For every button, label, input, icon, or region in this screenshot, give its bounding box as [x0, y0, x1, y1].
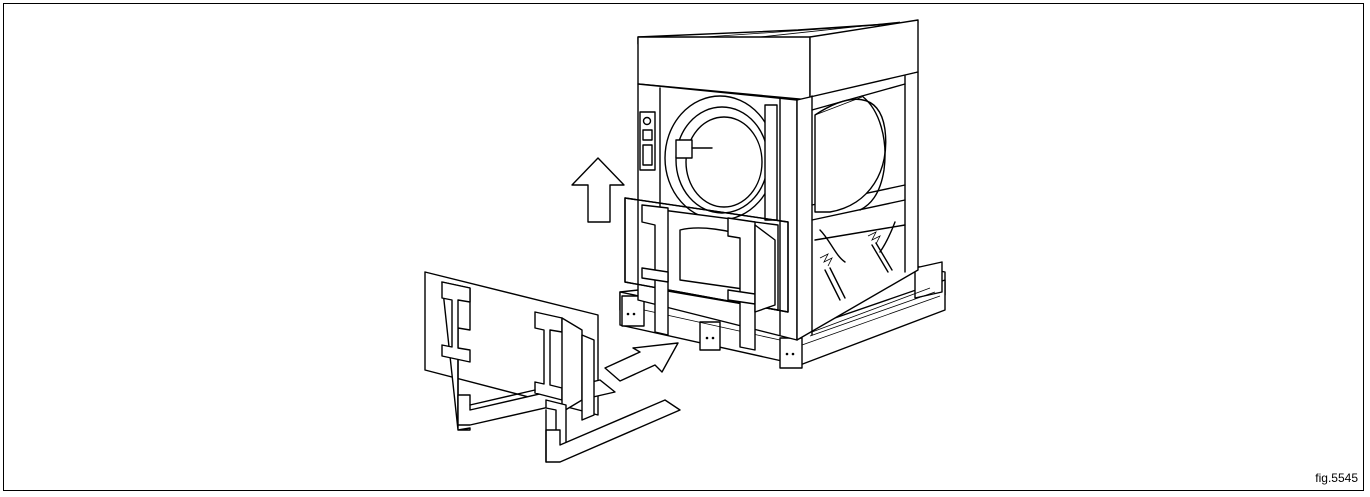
arrow-up-icon: [571, 157, 625, 223]
arrow-insert-icon: [604, 342, 679, 382]
door-hinge: [764, 104, 778, 221]
drum: [814, 98, 887, 213]
forklift-frame: [424, 271, 681, 463]
door-handle: [675, 139, 693, 159]
suspension: [814, 221, 906, 301]
forklift-frame-mounted: [624, 197, 789, 351]
control-knob: [642, 116, 652, 126]
pallet-block-center: [699, 321, 721, 351]
pallet-block-left: [621, 295, 645, 327]
figure-label: fig.5545: [1315, 471, 1358, 485]
pallet-block-back: [914, 261, 943, 299]
pallet-block-right: [779, 337, 803, 369]
